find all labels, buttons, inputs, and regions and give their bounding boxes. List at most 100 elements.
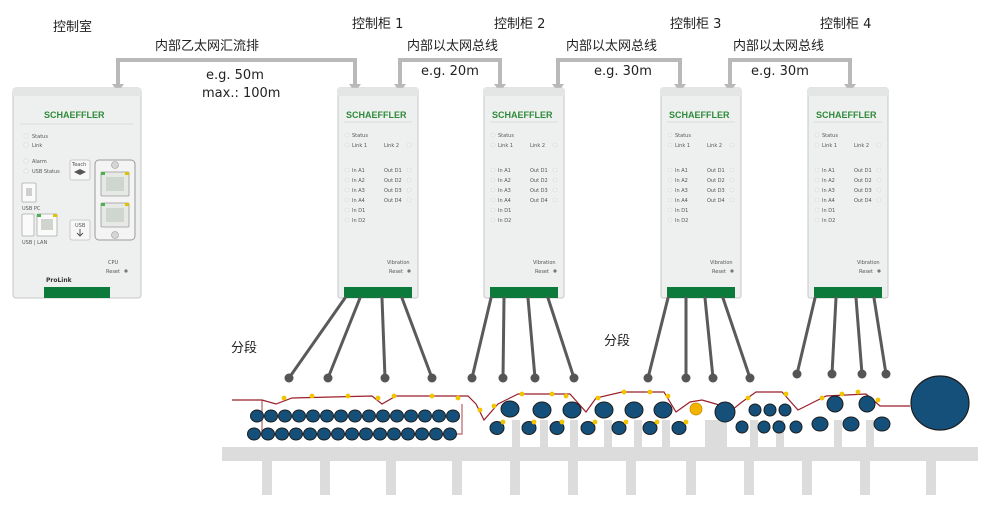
sensor-dot (745, 395, 751, 401)
machine-frame (222, 420, 978, 495)
module-output-label: Out D3 (384, 188, 402, 194)
roller (521, 421, 537, 435)
sensor-dot (819, 395, 825, 401)
module-output-label: Out D4 (530, 198, 548, 204)
ethernet-link-3: 内部以太网总线 e.g. 30m (552, 38, 686, 92)
control-room-label: 控制室 (53, 19, 92, 35)
roller (811, 416, 829, 432)
roller (264, 409, 278, 423)
module-output-label: Out D2 (707, 178, 725, 184)
sensor-dot (491, 403, 497, 409)
roller (359, 427, 373, 441)
module-vibration-label: Vibration (387, 260, 410, 266)
sensor-head (881, 369, 891, 379)
prolink-brand: SCHAEFFLER (44, 110, 105, 120)
sensor-cable (872, 296, 888, 376)
sensor-head (827, 369, 837, 379)
ethernet-link-1: 内部乙太网汇流排 e.g. 50m max.: 100m (112, 38, 361, 101)
sensor-head (569, 373, 579, 383)
module-output-label: Out D3 (530, 188, 548, 194)
link-2-title: 内部以太网总线 (407, 38, 498, 54)
cpu-reset-label: Reset (106, 269, 120, 275)
sensor-dot (391, 393, 397, 399)
roller (772, 420, 786, 434)
roller (376, 409, 390, 423)
sensor-dot (345, 393, 351, 399)
sensors (281, 389, 881, 425)
roller (735, 420, 749, 434)
module-input-label: In A4 (352, 198, 365, 204)
sensor-dot (531, 419, 537, 425)
link-2-distance: e.g. 20m (421, 64, 479, 79)
module-output-label: Out D2 (384, 178, 402, 184)
module-input-label: In D1 (675, 208, 688, 214)
alarm-led (23, 158, 29, 164)
roller (401, 427, 415, 441)
module-reset-label: Reset (712, 269, 726, 275)
sensor-dot (429, 393, 435, 399)
module-output-label: Out D4 (384, 198, 402, 204)
sensor-head (708, 373, 718, 383)
roller (418, 409, 432, 423)
roller (334, 409, 348, 423)
cpu-reset-button[interactable] (124, 269, 128, 273)
sensor-cables (284, 296, 891, 383)
usb-button-label: USB (75, 223, 86, 229)
module-output-label: Out D3 (854, 188, 872, 194)
link-4-title: 内部以太网总线 (733, 38, 824, 54)
roller (826, 395, 844, 413)
roller (446, 409, 460, 423)
sensor-dot (563, 393, 569, 399)
link-4-distance: e.g. 30m (751, 64, 809, 79)
module-output-label: Out D4 (707, 198, 725, 204)
sensor-head (427, 373, 437, 383)
module-brand: SCHAEFFLER (492, 110, 553, 120)
roller (594, 401, 614, 419)
prolink-link-label: Link (32, 143, 42, 149)
sensor-dot (309, 393, 315, 399)
segment-label-right: 分段 (604, 334, 630, 349)
roller (624, 401, 644, 419)
module-status-label: Status (675, 133, 691, 139)
module-input-label: In A1 (498, 168, 511, 174)
roller (778, 403, 792, 417)
roller (247, 427, 261, 441)
roller (429, 427, 443, 441)
sensor-head (681, 373, 691, 383)
roller (345, 427, 359, 441)
roller (432, 409, 446, 423)
roller (250, 409, 264, 423)
cabinet-2-label: 控制柜 2 (494, 17, 545, 32)
cabinet-4-label: 控制柜 4 (820, 17, 871, 32)
roller (653, 401, 673, 419)
module-output-label: Out D1 (530, 168, 548, 174)
usb-lan-label: USB | LAN (22, 240, 47, 246)
sensor-dot (500, 419, 506, 425)
sensor-dot (623, 419, 629, 425)
link-1-distance: e.g. 50m (206, 68, 264, 83)
module-input-label: In D1 (498, 208, 511, 214)
sensor-dot (654, 419, 660, 425)
sensor-head (745, 373, 755, 383)
usb-port[interactable] (21, 213, 35, 237)
sensor-head (792, 369, 802, 379)
sensor-dot (595, 395, 601, 401)
prolink-name: ProLink (46, 277, 73, 284)
module-output-label: Out D1 (384, 168, 402, 174)
sensor-cable (287, 296, 347, 380)
roller (303, 427, 317, 441)
module-input-label: In A2 (675, 178, 688, 184)
module-input-label: In A3 (675, 188, 688, 194)
prolink-status-bar (44, 287, 110, 298)
module-reset-label: Reset (389, 269, 403, 275)
segment-label-left: 分段 (231, 341, 257, 356)
sensor-cable (400, 296, 434, 380)
download-icon (76, 229, 84, 237)
roller (275, 427, 289, 441)
module-reset-label: Reset (535, 269, 549, 275)
module-link1-label: Link 1 (822, 143, 837, 149)
roller (489, 421, 505, 435)
graduation-cap-icon (74, 169, 86, 175)
